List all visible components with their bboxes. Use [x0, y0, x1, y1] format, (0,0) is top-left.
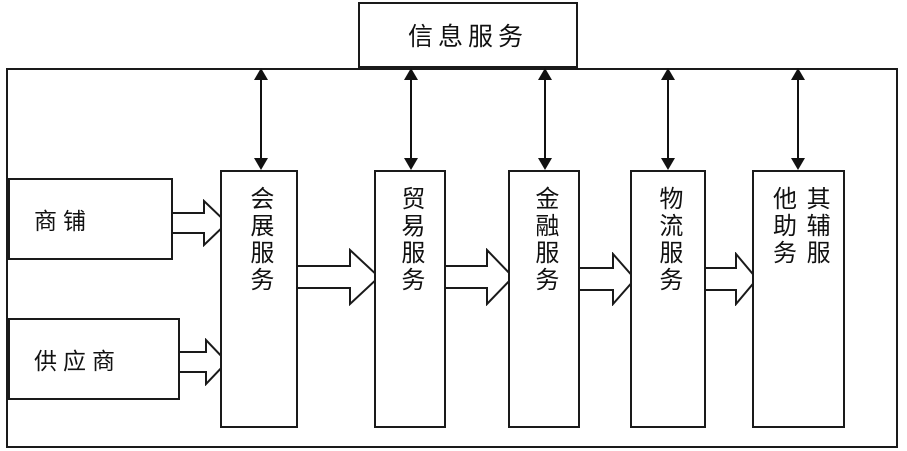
double-arrow-container-to-finance: [537, 68, 553, 170]
block-arrow-supplier-to-exhibition: [178, 338, 228, 386]
block-arrow-finance-to-logistics: [578, 252, 636, 306]
information-service-label: 信息服务: [407, 22, 528, 51]
arrow-head-up-icon: [538, 68, 552, 80]
arrow-stem: [410, 77, 412, 161]
platform-container-frame: [6, 68, 898, 448]
source-box-shop: 商铺: [8, 178, 173, 260]
arrow-head-down-icon: [791, 158, 805, 170]
arrow-head-down-icon: [254, 158, 268, 170]
source-label-shop: 商铺: [34, 209, 92, 235]
arrow-head-down-icon: [538, 158, 552, 170]
arrow-head-up-icon: [254, 68, 268, 80]
service-label-exhibition: 会展服务: [245, 186, 274, 294]
service-box-logistics: 物流服务: [630, 170, 706, 428]
double-arrow-container-to-exhibition: [253, 68, 269, 170]
double-arrow-container-to-logistics: [660, 68, 676, 170]
service-box-other-auxiliary: 其辅服 他助务: [752, 170, 845, 428]
arrow-stem: [667, 77, 669, 161]
arrow-stem: [797, 77, 799, 161]
double-arrow-container-to-other: [790, 68, 806, 170]
service-box-exhibition: 会展服务: [220, 170, 298, 428]
block-arrow-exhibition-to-trade: [296, 248, 380, 306]
service-box-finance: 金融服务: [508, 170, 580, 428]
source-label-supplier: 供应商: [34, 349, 121, 375]
source-box-supplier: 供应商: [8, 318, 180, 400]
service-label-other-wrap: 其辅服 他助务: [766, 186, 831, 426]
service-label-logistics: 物流服务: [654, 186, 683, 294]
double-arrow-container-to-trade: [403, 68, 419, 170]
block-arrow-logistics-to-other: [704, 252, 758, 306]
service-label-finance: 金融服务: [530, 186, 559, 294]
arrow-head-down-icon: [404, 158, 418, 170]
arrow-head-up-icon: [661, 68, 675, 80]
service-label-other-col2: 他助务: [768, 186, 797, 267]
arrow-head-up-icon: [404, 68, 418, 80]
block-arrow-trade-to-finance: [444, 248, 514, 306]
arrow-head-down-icon: [661, 158, 675, 170]
information-service-box: 信息服务: [358, 2, 578, 68]
arrow-head-up-icon: [791, 68, 805, 80]
arrow-stem: [260, 77, 262, 161]
block-arrow-shop-to-exhibition: [170, 199, 228, 247]
service-label-other-col1: 其辅服: [802, 186, 831, 267]
arrow-stem: [544, 77, 546, 161]
service-label-trade: 贸易服务: [396, 186, 425, 294]
service-box-trade: 贸易服务: [374, 170, 446, 428]
